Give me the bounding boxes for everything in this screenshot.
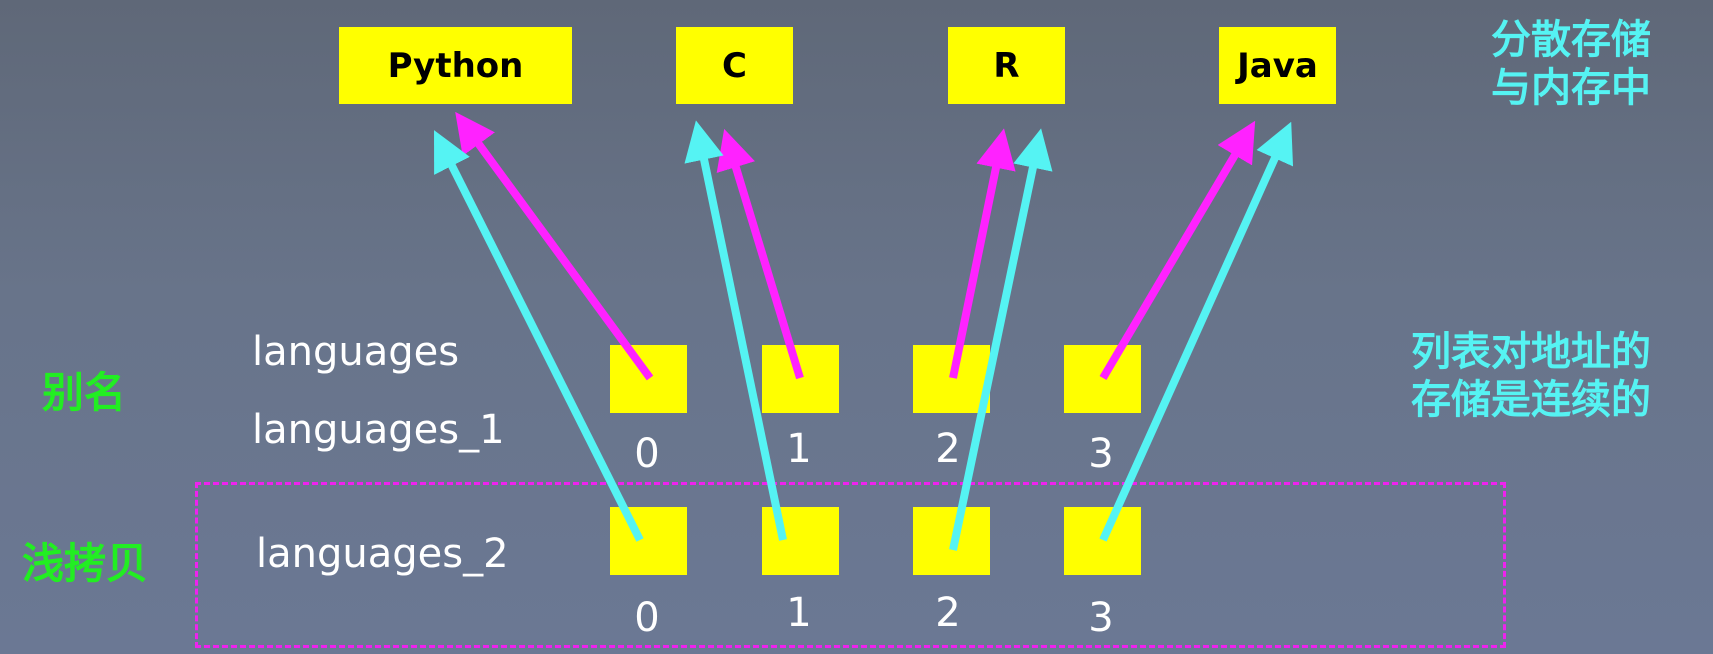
var-languages: languages [252,329,460,375]
note-scattered: 分散存储 与内存中 [1491,16,1651,112]
alias-arrow-0 [455,111,654,381]
copy-slot-0 [610,507,687,575]
var-languages-2: languages_2 [256,531,509,577]
shallow-copy-label: 浅拷贝 [22,539,149,588]
note-scattered-line2: 与内存中 [1491,65,1651,111]
note-scattered-line1: 分散存储 [1491,17,1651,63]
alias-index-2: 2 [935,426,961,472]
alias-index-3: 3 [1088,431,1114,477]
alias-label: 别名 [42,368,127,417]
value-box-r: R [948,27,1065,104]
copy-index-0: 0 [634,595,660,641]
copy-slot-3 [1064,507,1141,575]
value-box-c: C [676,27,793,104]
alias-index-0: 0 [634,431,660,477]
copy-index-3: 3 [1088,595,1114,641]
copy-index-1: 1 [786,590,812,636]
copy-index-2: 2 [935,590,961,636]
copy-arrow-3 [1099,121,1294,542]
alias-arrow-1 [716,128,804,380]
copy-slot-2 [913,507,990,575]
alias-slot-3 [1064,345,1141,413]
note-contiguous-line1: 列表对地址的 [1411,329,1651,375]
value-box-python: Python [339,27,572,104]
alias-index-1: 1 [786,426,812,472]
value-box-java: Java [1219,27,1336,104]
copy-arrow-1 [684,120,787,541]
alias-slot-0 [610,345,687,413]
shallow-copy-region [195,482,1506,648]
alias-arrow-2 [949,128,1016,379]
note-contiguous-line2: 存储是连续的 [1411,377,1651,423]
var-languages-1: languages_1 [252,407,505,453]
alias-arrow-3 [1099,120,1256,381]
note-contiguous: 列表对地址的 存储是连续的 [1411,328,1651,424]
alias-slot-1 [762,345,839,413]
alias-slot-2 [913,345,990,413]
copy-slot-1 [762,507,839,575]
